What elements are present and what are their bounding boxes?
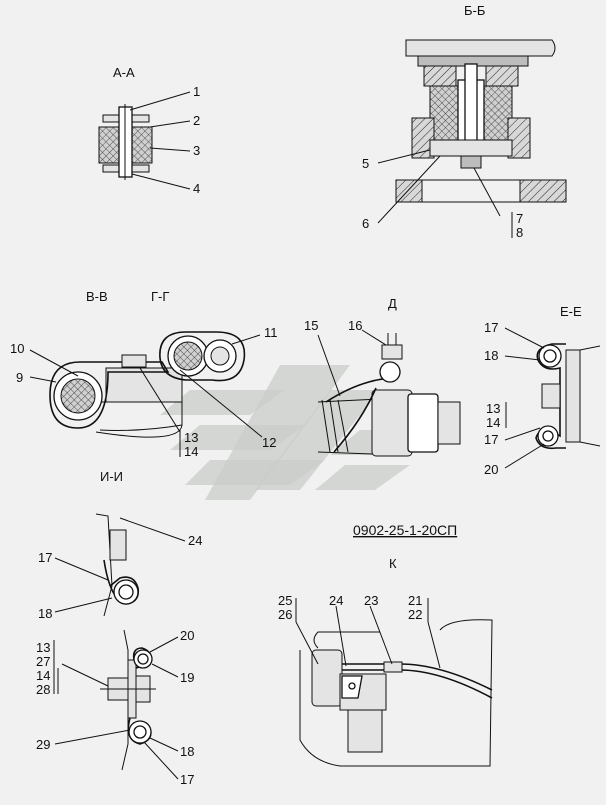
label-6: 6 (362, 216, 369, 231)
label-21-k: 21 (408, 593, 422, 608)
vg-bolt-head (121, 354, 147, 368)
label-13-vg: 13 (184, 430, 198, 445)
d-sleeve (371, 389, 413, 457)
label-19-ii: 19 (180, 670, 194, 685)
vg-tube-big (173, 341, 203, 371)
ii-tube-top (118, 584, 134, 600)
label-10: 10 (10, 341, 24, 356)
bb-bracket-right (507, 117, 531, 159)
k-fitting (383, 661, 403, 673)
vg-clamp-right (159, 331, 246, 382)
section-ee-title: Е-Е (560, 304, 582, 319)
bb-bracket-left (411, 117, 435, 159)
view-k-title: К (389, 556, 397, 571)
aa-bushing-left (98, 126, 120, 164)
label-14-vg: 14 (184, 444, 198, 459)
section-ii: И-И 24 17 18 20 19 13 27 14 (36, 469, 202, 787)
label-13-ii: 13 (36, 640, 50, 655)
bb-top-pad (405, 39, 556, 57)
label-9: 9 (16, 370, 23, 385)
label-22-k: 22 (408, 607, 422, 622)
bb-upper-left (423, 65, 457, 87)
label-18-ee: 18 (484, 348, 498, 363)
section-vv-gg: В-В Г-Г 10 9 11 12 13 14 (10, 289, 278, 459)
label-20-ee: 20 (484, 462, 498, 477)
label-26-k: 26 (278, 607, 292, 622)
bb-nut (460, 155, 482, 169)
section-aa: А-А 1 2 3 4 (98, 65, 200, 196)
label-4: 4 (193, 181, 200, 196)
label-24-ii: 24 (188, 533, 202, 548)
view-k: К 25 26 24 23 21 22 (278, 556, 493, 767)
label-16: 16 (348, 318, 362, 333)
ee-bolt (541, 383, 561, 409)
label-28-ii: 28 (36, 682, 50, 697)
section-ii-title: И-И (100, 469, 123, 484)
d-nut (407, 393, 439, 453)
d-clip-head (379, 361, 401, 383)
label-7: 7 (516, 211, 523, 226)
label-13-ee: 13 (486, 401, 500, 416)
aa-bushing-right (131, 126, 153, 164)
label-18-ii-top: 18 (38, 606, 52, 621)
k-housing (311, 649, 343, 707)
label-17-ee-bottom: 17 (484, 432, 498, 447)
ii-tube-bottom (133, 725, 147, 739)
label-18-ii-bottom: 18 (180, 744, 194, 759)
vg-clamp-left (49, 361, 170, 429)
label-3: 3 (193, 143, 200, 158)
drawing-code: 0902-25-1-20СП (353, 522, 457, 538)
vg-tube-small (210, 346, 230, 366)
ee-tube-bottom (542, 430, 554, 442)
k-canister (347, 709, 383, 753)
label-20-ii: 20 (180, 628, 194, 643)
label-17-ii-bottom: 17 (180, 772, 194, 787)
label-2: 2 (193, 113, 200, 128)
label-24-k: 24 (329, 593, 343, 608)
label-1: 1 (193, 84, 200, 99)
label-11: 11 (264, 325, 278, 340)
bb-upper-right (485, 65, 519, 87)
label-23-k: 23 (364, 593, 378, 608)
ee-plate (565, 349, 581, 443)
vg-frame (105, 367, 183, 403)
label-25-k: 25 (278, 593, 292, 608)
ii-tube-20 (137, 653, 149, 665)
view-d-title: Д (388, 296, 397, 311)
section-ee: Е-Е 17 18 13 14 17 20 (484, 304, 601, 477)
label-12: 12 (262, 435, 276, 450)
ii-bolt-top (109, 529, 127, 561)
bb-base-plate (429, 139, 513, 157)
section-vv-title: В-В (86, 289, 108, 304)
label-5: 5 (362, 156, 369, 171)
label-8: 8 (516, 225, 523, 240)
label-29-ii: 29 (36, 737, 50, 752)
d-stub (437, 401, 461, 445)
label-17-ii-top: 17 (38, 550, 52, 565)
section-bb: Б-Б 5 6 7 8 (362, 3, 567, 240)
section-bb-title: Б-Б (464, 3, 485, 18)
ee-tube-top (543, 349, 557, 363)
label-17-ee-top: 17 (484, 320, 498, 335)
section-gg-title: Г-Г (151, 289, 169, 304)
d-connector (381, 344, 403, 360)
label-14-ee: 14 (486, 415, 500, 430)
label-15: 15 (304, 318, 318, 333)
vg-tube-left (60, 378, 96, 414)
label-27-ii: 27 (36, 654, 50, 669)
section-aa-title: А-А (113, 65, 135, 80)
view-d: Д 15 16 (304, 296, 461, 457)
watermark-logo (160, 365, 420, 500)
label-14-ii: 14 (36, 668, 50, 683)
